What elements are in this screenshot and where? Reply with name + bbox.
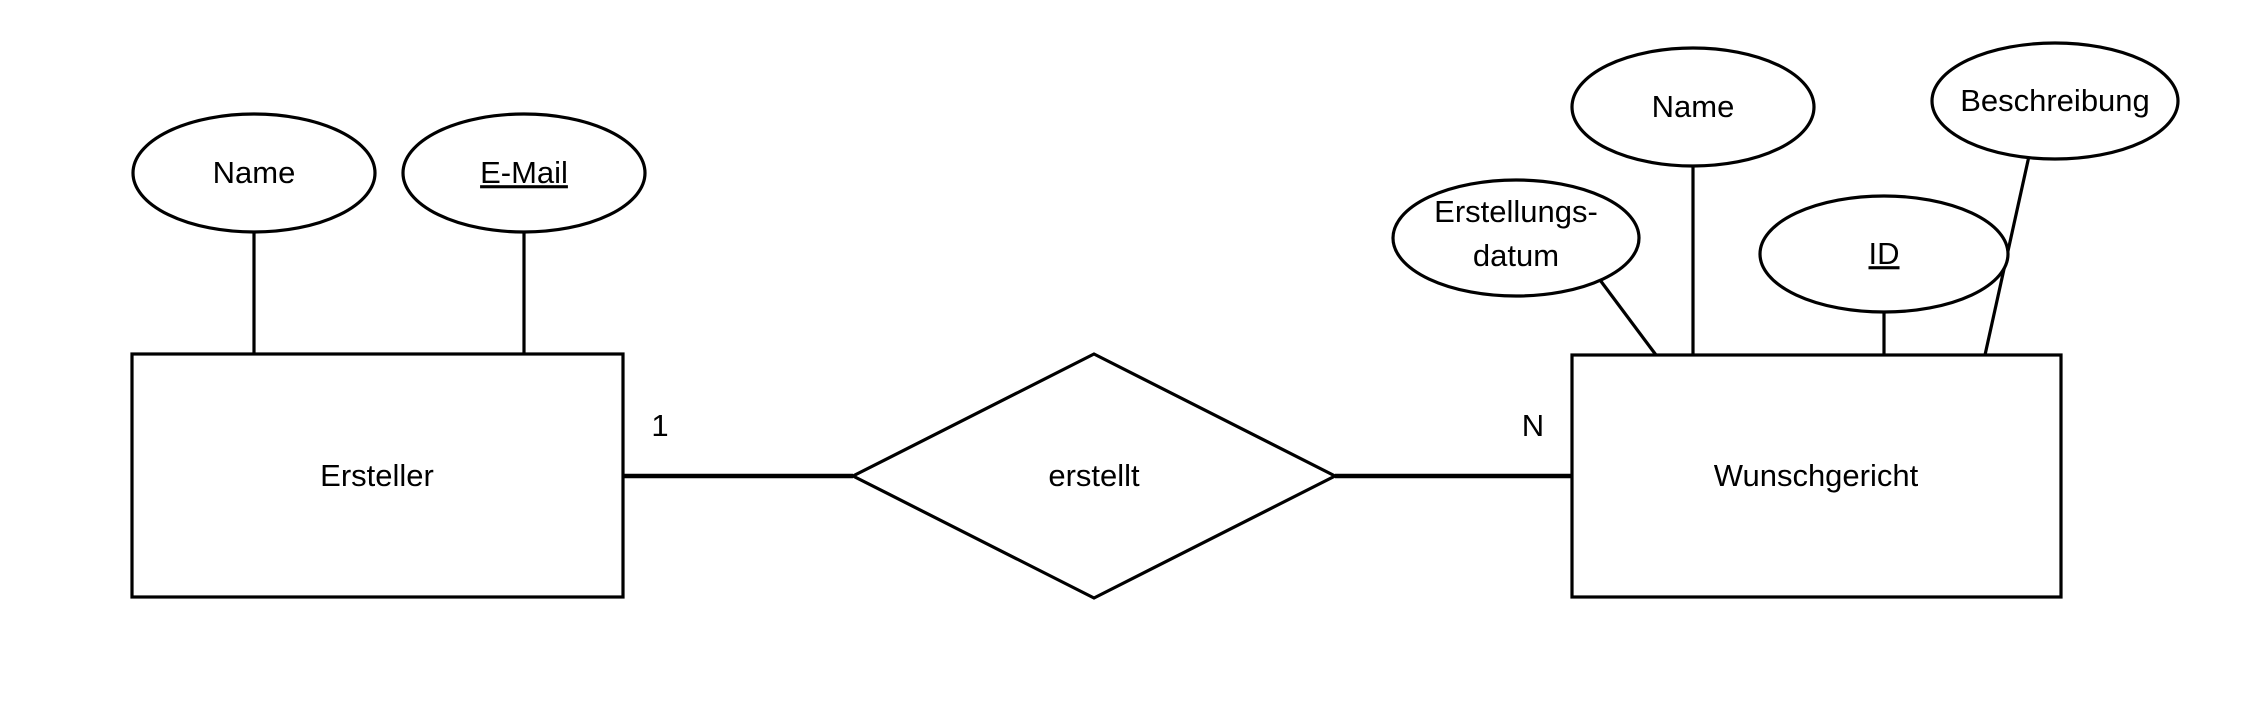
entity-wunschgericht-label: Wunschgericht (1714, 458, 1919, 493)
attribute-wunschgericht-name-ellipse[interactable] (1570, 46, 1816, 168)
attribute-wunschgericht-id[interactable]: ID (1758, 194, 2010, 314)
entity-wunschgericht-box[interactable] (1570, 353, 2063, 599)
attribute-wunschgericht-beschreibung-ellipse[interactable] (1930, 41, 2180, 161)
attribute-wunschgericht-erstellungsdatum-ellipse[interactable] (1391, 178, 1641, 298)
cardinality-label-left: 1 (651, 408, 668, 443)
relationship-erstellt-diamond[interactable] (849, 352, 1339, 600)
relationship-erstellt-label: erstellt (1048, 458, 1140, 493)
attribute-wunschgericht-name[interactable]: Name (1570, 46, 1816, 168)
relationship-erstellt[interactable]: erstellt (849, 352, 1339, 600)
attribute-wunschgericht-name-label: Name (1652, 89, 1735, 124)
attribute-ersteller-email-label: E-Mail (480, 155, 568, 190)
attribute-wunschgericht-beschreibung[interactable]: Beschreibung (1930, 41, 2180, 161)
attribute-ersteller-email[interactable]: E-Mail (401, 112, 647, 234)
entity-wunschgericht[interactable]: Wunschgericht (1570, 353, 2063, 599)
cardinality-label-right: N (1522, 408, 1544, 443)
attribute-ersteller-name-label: Name (213, 155, 296, 190)
attribute-wunschgericht-erstellungsdatum-label-line1: Erstellungs- (1434, 194, 1598, 229)
connector-wunschgericht-erstellungsdatum (1598, 279, 1658, 356)
entity-ersteller-box[interactable] (130, 352, 625, 599)
attribute-wunschgericht-beschreibung-label: Beschreibung (1960, 83, 2150, 118)
attribute-ersteller-name-ellipse[interactable] (131, 112, 377, 234)
attribute-ersteller-name[interactable]: Name (131, 112, 377, 234)
attribute-ersteller-email-ellipse[interactable] (401, 112, 647, 234)
attribute-wunschgericht-erstellungsdatum-label-line2: datum (1473, 238, 1559, 273)
attribute-wunschgericht-id-ellipse[interactable] (1758, 194, 2010, 314)
entity-ersteller-label: Ersteller (320, 458, 434, 493)
attribute-wunschgericht-id-label: ID (1869, 236, 1900, 271)
entity-ersteller[interactable]: Ersteller (130, 352, 625, 599)
attribute-wunschgericht-erstellungsdatum[interactable]: Erstellungs- datum (1391, 178, 1641, 298)
